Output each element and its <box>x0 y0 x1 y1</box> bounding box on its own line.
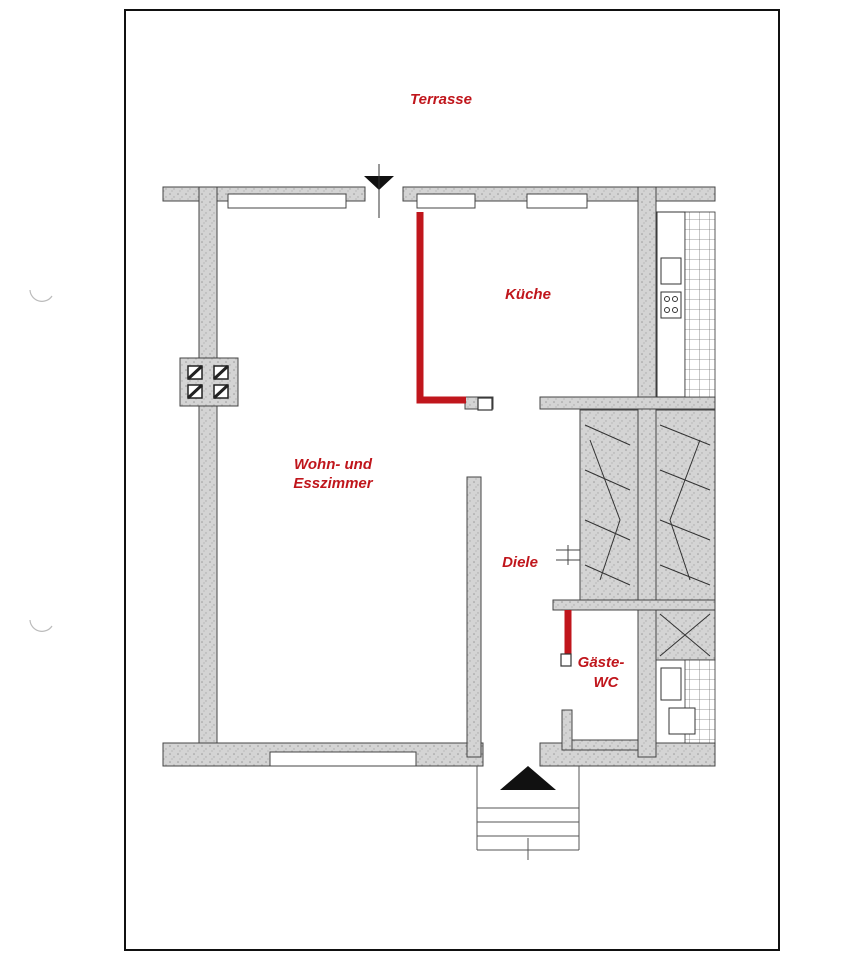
wall-right <box>637 186 657 758</box>
walls <box>162 186 716 767</box>
page-frame <box>124 9 780 951</box>
binder-hole-top <box>29 289 53 302</box>
label-gaeste-line2: WC <box>594 674 620 691</box>
radiator-symbol <box>556 545 580 565</box>
front-door-arrow <box>500 766 556 790</box>
label-gaeste-line1: Gäste- <box>578 654 625 671</box>
label-wohn-line1: Wohn- und <box>294 456 373 473</box>
wall-partition <box>466 476 482 758</box>
binder-hole-bottom <box>29 619 53 632</box>
window-top-3 <box>526 193 588 209</box>
wc-small-box <box>560 653 572 667</box>
window-bottom <box>269 751 417 767</box>
label-terrasse: Terrasse <box>410 91 472 108</box>
label-wohn-line2: Esszimmer <box>293 475 373 492</box>
wall-wc-top <box>552 599 716 611</box>
wc-fixtures <box>655 609 716 744</box>
wall-wc-bottom <box>571 739 639 751</box>
window-top-1 <box>227 193 347 209</box>
window-top-2 <box>416 193 476 209</box>
kitchen-counter <box>656 211 716 398</box>
kitchen-small-box <box>477 397 493 411</box>
staircase <box>579 409 716 601</box>
wall-wc-jamb <box>561 709 573 751</box>
highlight-wall-kitchen <box>416 212 466 404</box>
chimney-flues <box>186 364 230 400</box>
wall-left <box>198 186 218 758</box>
label-kueche: Küche <box>505 286 551 303</box>
label-diele: Diele <box>502 554 538 571</box>
wall-kitchen-bottom <box>539 396 716 410</box>
chimney <box>179 357 239 407</box>
front-steps <box>476 766 580 860</box>
